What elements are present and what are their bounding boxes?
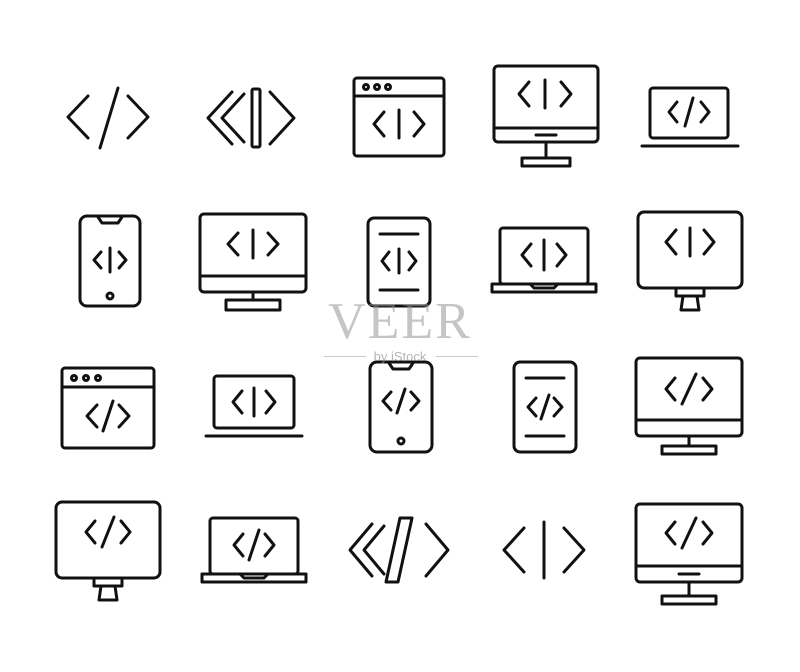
double-chevron-code-icon [206, 87, 296, 149]
tablet-code-icon [366, 216, 432, 308]
browser-window-code-icon [60, 366, 156, 450]
laptop-code-icon [640, 86, 740, 148]
imac-code-icon [636, 210, 744, 312]
laptop-code-icon [204, 374, 304, 438]
double-chevron-code-icon [348, 516, 450, 584]
browser-window-code-icon [352, 76, 446, 158]
imac-code-icon [54, 500, 162, 602]
laptop-code-icon [490, 226, 598, 294]
smartphone-code-icon [78, 214, 142, 308]
desktop-monitor-code-icon [634, 356, 744, 456]
tablet-code-icon [512, 360, 578, 454]
smartphone-code-icon [368, 360, 434, 454]
code-tag-icon [502, 520, 586, 580]
desktop-monitor-code-icon [492, 64, 600, 168]
code-tag-icon [66, 86, 150, 150]
laptop-code-icon [200, 516, 308, 584]
desktop-monitor-code-icon [198, 212, 308, 312]
desktop-monitor-code-icon [634, 502, 744, 606]
